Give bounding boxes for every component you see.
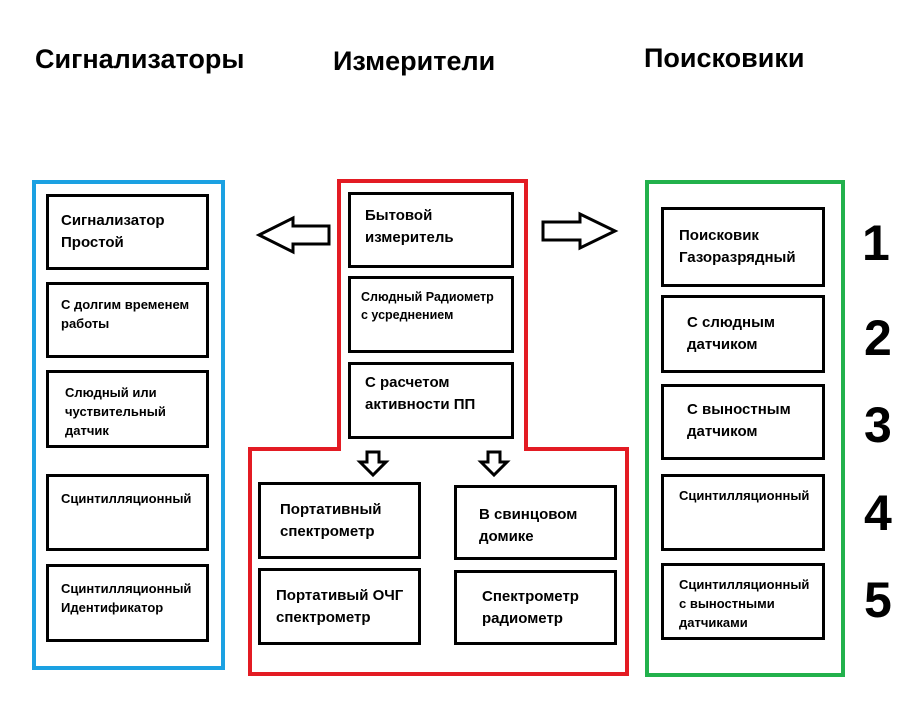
number-5: 5 [864, 572, 892, 628]
signaler-label: Сцинтилляционный Идентификатор [61, 581, 192, 615]
number-1: 1 [862, 215, 890, 271]
searcher-label: С выностным датчиком [687, 401, 791, 440]
searcher-card-gas-discharge: Поисковик Газоразрядный [661, 207, 825, 287]
searchers-frame [645, 180, 845, 677]
heading-searchers: Поисковики [644, 43, 805, 73]
number-2: 2 [864, 310, 892, 366]
spectrometer-card-lead-house: В свинцовом домике [454, 485, 617, 560]
signaler-label: Сцинтилляционный [61, 491, 192, 506]
heading-meters: Измерители [333, 46, 496, 76]
signalers-frame [32, 180, 225, 670]
meter-label: Бытовой измеритель [365, 207, 454, 246]
meter-label: С расчетом активности ПП [365, 374, 476, 413]
signaler-card-identifier: Сцинтилляционный Идентификатор [46, 564, 209, 642]
spectrometer-label: Портативый ОЧГ спектрометр [276, 587, 404, 626]
searcher-label: С слюдным датчиком [687, 314, 775, 353]
searcher-label: Поисковик Газоразрядный [679, 227, 796, 266]
searcher-card-remote-sensor: С выностным датчиком [661, 384, 825, 460]
signaler-card-long-runtime: С долгим временем работы [46, 282, 209, 358]
arrow-down-icon-1 [356, 450, 390, 478]
signaler-card-mica: Слюдный или чуствительный датчик [46, 370, 209, 448]
signaler-label: С долгим временем работы [61, 297, 190, 331]
spectrometer-card-portable: Портативный спектрометр [258, 482, 421, 559]
searcher-card-scintillation: Сцинтилляционный [661, 474, 825, 551]
spectrometer-label: В свинцовом домике [479, 506, 578, 545]
spectrometer-label: Спектрометр радиометр [482, 588, 579, 627]
number-4: 4 [864, 485, 892, 541]
spectrometer-card-portable-hpge: Портативый ОЧГ спектрометр [258, 568, 421, 645]
searcher-label: Сцинтилляционный [679, 488, 810, 503]
arrow-left-icon [255, 215, 331, 255]
meter-label: Слюдный Радиометр с усреднением [361, 290, 494, 323]
arrow-right-icon [541, 211, 619, 251]
spectrometer-label: Портативный спектрометр [280, 501, 382, 540]
meter-card-mica-radiometer: Слюдный Радиометр с усреднением [348, 276, 514, 353]
signaler-card-scintillation: Сцинтилляционный [46, 474, 209, 551]
number-3: 3 [864, 397, 892, 453]
searcher-card-scintillation-remote: Сцинтилляционный с выностными датчиками [661, 563, 825, 640]
searcher-label: Сцинтилляционный с выностными датчиками [679, 577, 810, 630]
meter-card-household: Бытовой измеритель [348, 192, 514, 268]
signaler-label: Сигнализатор Простой [61, 212, 165, 251]
meter-card-activity: С расчетом активности ПП [348, 362, 514, 439]
spectrometer-card-radiometer: Спектрометр радиометр [454, 570, 617, 645]
signaler-label: Слюдный или чуствительный датчик [65, 385, 166, 438]
heading-signalers: Сигнализаторы [35, 44, 245, 74]
searcher-card-mica: С слюдным датчиком [661, 295, 825, 373]
arrow-down-icon-2 [477, 450, 511, 478]
signaler-card-simple: Сигнализатор Простой [46, 194, 209, 270]
